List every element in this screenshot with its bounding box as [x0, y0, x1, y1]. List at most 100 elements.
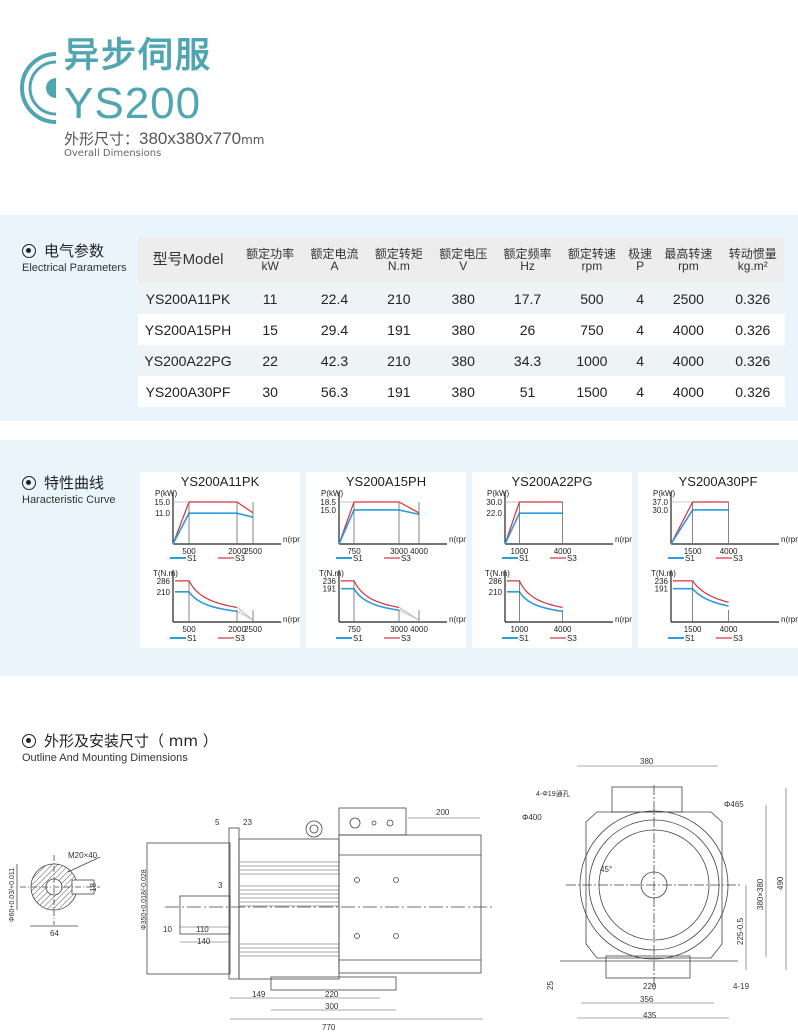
- n-axis-label: n(rpm): [449, 615, 466, 624]
- column-label: 额定功率: [246, 247, 295, 261]
- p-s3-tick: 37.0: [652, 498, 668, 507]
- dim-110: 110: [196, 925, 209, 934]
- p-s1-tick: 11.0: [155, 509, 171, 518]
- table-cell: 4: [624, 376, 657, 407]
- legend-s3-label: S3: [567, 554, 577, 563]
- table-cell: 11: [238, 283, 303, 314]
- p-n-tick: 2500: [244, 547, 262, 556]
- dim-380: 380: [640, 757, 654, 766]
- column-unit: rpm: [678, 259, 699, 273]
- p-axis-label: P(kW): [487, 489, 510, 498]
- table-cell: 380: [431, 345, 496, 376]
- p-s1-tick: 30.0: [652, 506, 668, 515]
- legend-s3-label: S3: [567, 634, 577, 643]
- legend-s3-label: S3: [235, 634, 245, 643]
- t-n-tick: 1000: [511, 625, 529, 634]
- p-n-tick: 1500: [684, 547, 702, 556]
- p-s3-curve: [504, 501, 563, 545]
- dim-feet: 4-19: [733, 982, 750, 991]
- p-n-tick: 3000: [390, 547, 408, 556]
- p-n-tick: 750: [347, 547, 361, 556]
- table-cell: 0.326: [720, 283, 785, 314]
- n-axis-label: n(rpm): [615, 615, 632, 624]
- curve-plots: P(kW)n(rpm)18.515.075030004000S1S3T(N.m)…: [319, 489, 466, 643]
- t-s1-tick: 191: [655, 585, 669, 594]
- table-cell: 34.3: [495, 345, 560, 376]
- table-cell: 500: [559, 283, 625, 314]
- table-cell: YS200A22PG: [138, 345, 238, 376]
- p-n-tick: 4000: [720, 547, 738, 556]
- t-n-tick: 2000: [228, 625, 246, 634]
- legend-s1-label: S1: [519, 554, 529, 563]
- dim-holes: 4-Φ19通孔: [536, 789, 570, 798]
- dims-value: 380x380x770: [139, 129, 242, 148]
- outline-title: 外形及安装尺寸（ mm ）: [44, 732, 218, 750]
- n-axis-label: n(rpm): [283, 535, 300, 544]
- legend-s1-label: S1: [187, 554, 197, 563]
- p-s3-tick: 30.0: [486, 498, 502, 507]
- curves-heading: 特性曲线 Haracteristic Curve: [22, 472, 116, 506]
- curve-card: YS200A15PHP(kW)n(rpm)18.515.075030004000…: [306, 472, 466, 648]
- bullet-icon: [22, 243, 36, 258]
- table-cell: 29.4: [302, 314, 367, 345]
- table-cell: 51: [495, 376, 560, 407]
- t-s1-curve: [673, 587, 729, 607]
- legend-s3-label: S3: [235, 554, 245, 563]
- table-cell: 1000: [559, 345, 625, 376]
- p-s1-tick: 22.0: [486, 509, 502, 518]
- t-s3-extension: [236, 607, 254, 621]
- dim-key: 18: [89, 883, 98, 892]
- t-s1-curve: [507, 590, 563, 613]
- t-n-tick: 4000: [410, 625, 428, 634]
- t-s1-curve: [175, 590, 238, 613]
- p-axis-label: P(kW): [321, 489, 344, 498]
- table-cell: 380: [431, 314, 496, 345]
- n-axis-label: n(rpm): [615, 535, 632, 544]
- table-cell: 750: [559, 314, 625, 345]
- table-cell: YS200A11PK: [138, 283, 238, 314]
- table-cell: 191: [366, 314, 432, 345]
- legend-s1-label: S1: [187, 634, 197, 643]
- dim-465: Φ465: [724, 800, 744, 809]
- dim-220: 220: [325, 990, 339, 999]
- column-unit: kW: [261, 259, 279, 273]
- electrical-title-en: Electrical Parameters: [22, 262, 127, 274]
- t-s1-tick: 210: [489, 588, 503, 597]
- table-cell: 4000: [656, 376, 721, 407]
- curve-card: YS200A22PGP(kW)n(rpm)30.022.010004000S1S…: [472, 472, 632, 648]
- p-s3-curve: [670, 501, 729, 545]
- table-cell: 17.7: [495, 283, 560, 314]
- table-cell: 56.3: [302, 376, 367, 407]
- table-cell: 210: [366, 283, 432, 314]
- column-label: 额定电流: [310, 247, 359, 261]
- dim-435: 435: [643, 1011, 657, 1020]
- p-n-tick: 4000: [410, 547, 428, 556]
- curve-plots: P(kW)n(rpm)30.022.010004000S1S3T(N.m)n(r…: [485, 489, 632, 643]
- n-axis-label: n(rpm): [283, 615, 300, 624]
- column-label: 最高转速: [664, 247, 713, 261]
- t-axis-label: T(N.m): [485, 569, 510, 578]
- dim-keyway: M20×40: [68, 851, 98, 860]
- legend-s1-label: S1: [353, 554, 363, 563]
- product-title-cn: 异步伺服: [64, 36, 213, 76]
- table-cell: 191: [366, 376, 432, 407]
- curve-plots: P(kW)n(rpm)37.030.015004000S1S3T(N.m)n(r…: [651, 489, 798, 643]
- dim-25: 25: [546, 981, 555, 990]
- p-s3-tick: 18.5: [320, 498, 336, 507]
- t-n-tick: 2500: [244, 625, 262, 634]
- column-header: 型号Model: [138, 237, 238, 283]
- table-cell: 210: [366, 345, 432, 376]
- dim-400: Φ400: [522, 813, 542, 822]
- dim-140: 140: [197, 937, 211, 946]
- table-cell: 2500: [656, 283, 721, 314]
- dim-shaft-width: 64: [50, 929, 59, 938]
- column-label: 额定电压: [439, 247, 488, 261]
